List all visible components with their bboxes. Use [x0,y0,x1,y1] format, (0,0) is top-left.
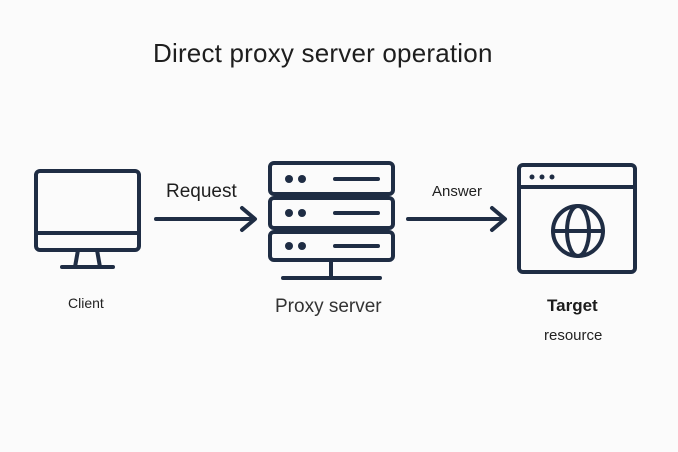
monitor-stand-left [73,248,80,269]
answer-arrow [406,206,507,232]
browser-window-dots [529,174,555,180]
client-label: Client [68,295,104,311]
globe-icon [551,204,605,258]
request-arrow [154,206,257,232]
resource-label: resource [544,327,603,344]
monitor-stand-right [95,248,102,269]
answer-label: Answer [432,183,483,200]
browser-window [517,163,637,274]
proxy-server-label: Proxy server [275,296,382,317]
server-unit-1 [268,161,395,196]
target-label: Target [547,296,598,315]
server-rack-icon [268,161,395,280]
diagram-title: Direct proxy server operation [153,38,493,68]
server-unit-2 [268,196,395,230]
request-label: Request [166,181,237,202]
monitor-icon [34,169,141,269]
monitor-screen [34,169,141,252]
server-indicator-lights [285,175,306,250]
browser-globe-icon [517,163,637,274]
